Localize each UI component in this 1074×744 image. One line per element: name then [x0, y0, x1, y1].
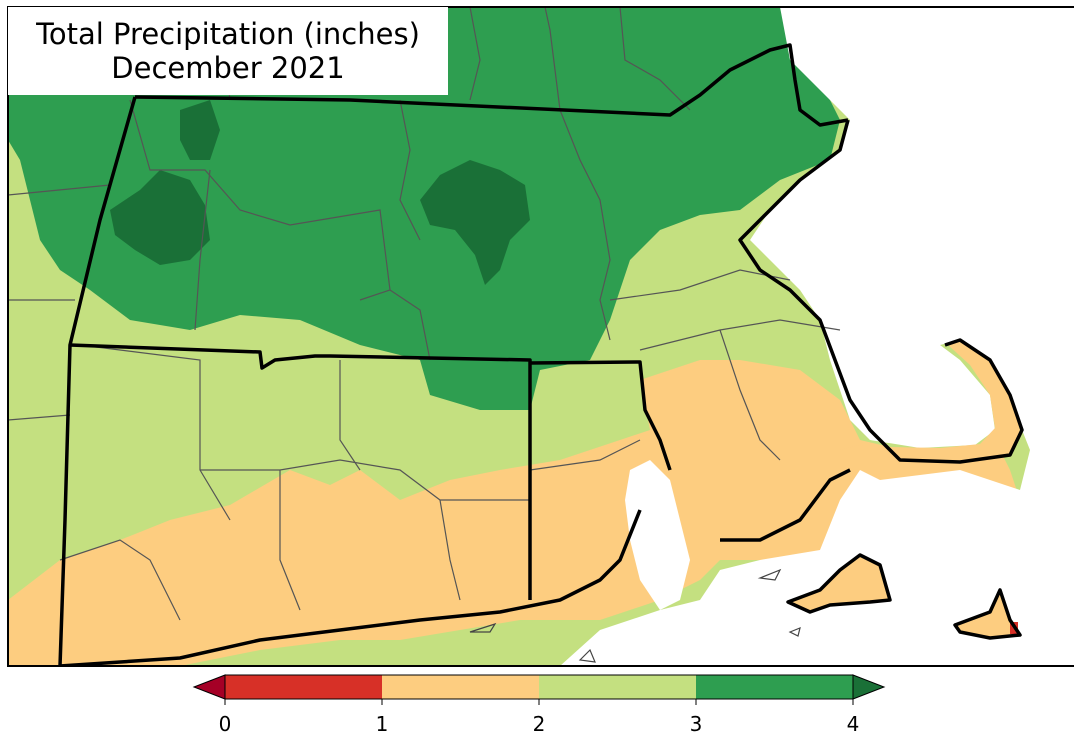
colorbar-tick-label: 4 — [846, 712, 860, 736]
small-islands — [469, 568, 801, 663]
colorbar-bin-3-4 — [696, 675, 853, 699]
map-subtitle: December 2021 — [111, 51, 345, 85]
colorbar-tick-label: 0 — [218, 712, 232, 736]
marthas-vineyard-overlay — [788, 555, 890, 612]
colorbar-bin-0-1 — [225, 675, 382, 699]
map-border — [7, 6, 1074, 667]
state-borders — [58, 43, 1024, 666]
cape-cod-overlay — [860, 340, 1020, 465]
colorbar-tick-label: 2 — [532, 712, 546, 736]
narragansett-bay — [625, 460, 690, 610]
colorbar-extend-high — [852, 674, 886, 700]
map-title: Total Precipitation (inches) — [36, 17, 420, 51]
colorbar-bin-2-3 — [539, 675, 696, 699]
precip-zone-gt4-west — [110, 170, 210, 265]
map-title-box: Total Precipitation (inches) December 20… — [8, 7, 448, 95]
county-borders — [8, 7, 841, 621]
colorbar — [192, 674, 886, 705]
colorbar-tick-label: 1 — [375, 712, 389, 736]
precip-zone-gt4-north — [180, 100, 220, 160]
precip-zone-1-2 — [8, 360, 1020, 666]
cape-cod — [840, 340, 1015, 470]
colorbar-tick-label: 3 — [689, 712, 703, 736]
ocean — [560, 7, 1074, 666]
colorbar-extend-low — [192, 674, 226, 700]
precip-zone-gt4-central — [420, 160, 530, 285]
colorbar-bin-1-2 — [382, 675, 539, 699]
